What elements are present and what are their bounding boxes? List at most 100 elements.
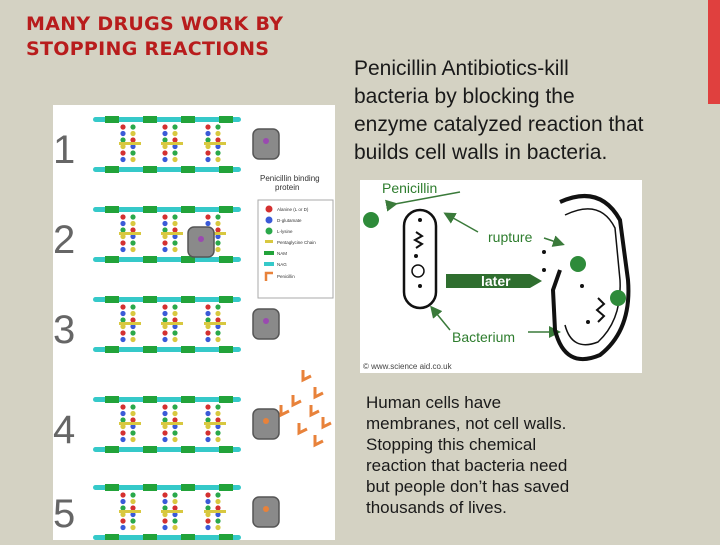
nag-nam-strand <box>93 347 241 352</box>
amino-acid <box>162 227 168 233</box>
amino-acid <box>120 214 126 220</box>
amino-acid <box>120 436 126 443</box>
penicillin-binding-proteins <box>187 128 280 528</box>
nag-nam-strand <box>93 257 241 262</box>
amino-acid <box>120 498 126 505</box>
amino-acid <box>162 492 168 498</box>
main-text-line: bacteria by blocking the <box>354 85 575 108</box>
cell-wall-diagram-svg: 1 2 3 4 5 Penicillin binding protein Ala… <box>53 116 334 541</box>
amino-acid <box>120 518 126 524</box>
amino-acid <box>130 310 136 317</box>
amino-acid <box>130 150 136 156</box>
amino-acid <box>205 498 211 505</box>
amino-acid <box>120 220 126 227</box>
amino-acid <box>215 124 221 130</box>
amino-acid <box>130 524 136 531</box>
amino-acid <box>215 410 221 417</box>
amino-acid <box>215 143 221 150</box>
amino-acid <box>162 214 168 220</box>
amino-acid <box>120 330 126 336</box>
penicillin-molecule <box>313 387 324 400</box>
amino-acid <box>162 336 168 343</box>
note-text-line: Stopping this chemical <box>366 435 537 454</box>
nam-segment <box>143 396 157 403</box>
later-label: later <box>481 273 511 289</box>
legend-item: D-glutamate <box>277 218 302 223</box>
dna-squiggle <box>595 297 606 323</box>
nam-segment <box>143 256 157 263</box>
cell-dot <box>418 218 422 222</box>
nam-segment <box>181 446 195 453</box>
cell-organelle <box>411 264 425 278</box>
amino-acid <box>162 511 168 518</box>
amino-acid <box>172 498 178 505</box>
amino-acid <box>130 511 136 518</box>
amino-acid <box>215 323 221 330</box>
pentaglycine-bridge <box>119 232 141 235</box>
amino-acid <box>130 240 136 246</box>
note-text-line: thousands of lives. <box>366 498 507 517</box>
amino-acid <box>172 505 178 511</box>
amino-acid <box>130 336 136 343</box>
main-text-line: Penicillin Antibiotics-kill <box>354 57 569 80</box>
amino-acid <box>162 423 168 430</box>
amino-acid <box>215 130 221 137</box>
pointer-arrow <box>385 191 461 212</box>
amino-acid <box>205 143 211 150</box>
amino-acid <box>215 511 221 518</box>
nag-nam-strand <box>93 447 241 452</box>
nag-nam-strand <box>93 397 241 402</box>
amino-acid <box>172 423 178 430</box>
nam-segment <box>105 206 119 213</box>
amino-acid <box>215 227 221 233</box>
amino-acid <box>130 233 136 240</box>
amino-acid <box>120 130 126 137</box>
amino-acid <box>130 430 136 436</box>
amino-acid <box>130 323 136 330</box>
nam-segment <box>181 116 195 123</box>
cell-dot <box>542 250 546 254</box>
penicillin-bacterium-diagram: Penicillin rupture later Bacterium © www… <box>360 180 642 373</box>
cell-dot <box>542 268 546 272</box>
amino-acid <box>162 518 168 524</box>
nam-segment <box>143 166 157 173</box>
amino-acid <box>120 524 126 531</box>
amino-acid <box>120 336 126 343</box>
amino-acid <box>130 317 136 323</box>
amino-acid <box>215 214 221 220</box>
amino-acid <box>120 310 126 317</box>
nam-segment <box>105 396 119 403</box>
amino-acid <box>215 518 221 524</box>
legend-swatch <box>265 205 273 213</box>
nam-segment <box>219 446 233 453</box>
amino-acid <box>120 143 126 150</box>
amino-acid <box>215 404 221 410</box>
pentaglycine-bridge <box>161 232 183 235</box>
amino-acid <box>162 505 168 511</box>
title-line: MANY DRUGS WORK BY <box>26 13 284 35</box>
amino-acid <box>172 410 178 417</box>
amino-acid <box>172 436 178 443</box>
amino-acid <box>172 143 178 150</box>
amino-acid <box>162 130 168 137</box>
protein-active-site <box>263 506 269 512</box>
nag-nam-strand <box>93 485 241 490</box>
amino-acid <box>205 430 211 436</box>
pentaglycine-bridge <box>119 510 141 513</box>
pentaglycine-bridge <box>119 322 141 325</box>
amino-acid <box>162 404 168 410</box>
amino-acid <box>120 304 126 310</box>
amino-acid <box>162 156 168 163</box>
nam-segment <box>181 166 195 173</box>
amino-acid <box>162 323 168 330</box>
protein-label: protein <box>275 183 299 192</box>
pentaglycine-bridge <box>161 510 183 513</box>
nam-segment <box>219 484 233 491</box>
free-penicillin-molecules <box>279 370 332 448</box>
amino-acid <box>172 511 178 518</box>
penicillin-molecule <box>297 423 308 436</box>
amino-acid <box>205 511 211 518</box>
later-arrow <box>446 274 542 288</box>
pentaglycine-bridge <box>161 422 183 425</box>
amino-acid <box>172 156 178 163</box>
